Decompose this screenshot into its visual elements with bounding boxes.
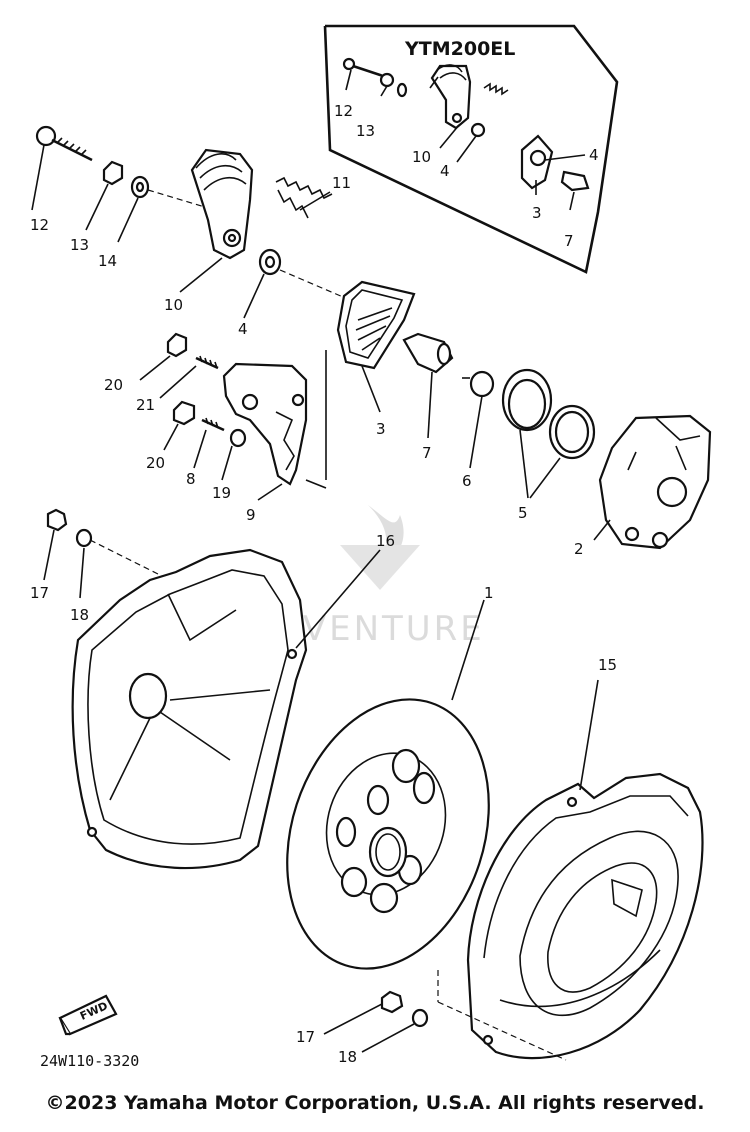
inset-label-12: 12 [334,102,353,120]
pin-7 [402,332,454,439]
spring-11 [275,176,333,219]
callout-5: 5 [518,504,528,522]
callout-12: 12 [30,216,49,234]
callout-10: 10 [164,296,183,314]
callout-18b: 18 [338,1048,357,1066]
disc-1 [286,599,490,970]
cam-3 [325,280,416,480]
stud-21 [159,355,219,399]
inset-washer-4 [470,122,486,138]
callout-15: 15 [598,656,617,674]
washer-19 [221,428,247,481]
inset-label-3: 3 [532,204,542,222]
fwd-arrow-icon: FWD [58,994,118,1036]
callout-9: 9 [246,506,256,524]
washer-18-lower [361,1008,429,1053]
washer-18-upper [75,528,171,599]
callout-3: 3 [376,420,386,438]
inset-ytm200el: YTM200EL 12 13 10 4 4 [323,24,619,274]
inset-label-10: 10 [412,148,431,166]
callout-11: 11 [332,174,351,192]
callout-14: 14 [98,252,117,270]
lever-10 [179,148,254,293]
plate-15 [466,679,704,1060]
bracket-9 [222,362,327,501]
callout-6: 6 [462,472,472,490]
callout-13: 13 [70,236,89,254]
callout-18a: 18 [70,606,89,624]
inset-title: YTM200EL [404,38,515,60]
callout-20a: 20 [104,376,123,394]
inset-pin [560,170,590,192]
callout-labels: 12 13 14 10 11 4 3 7 6 5 2 20 21 20 8 19… [30,174,617,1066]
stud-8 [193,417,225,469]
inset-label-7: 7 [564,232,574,250]
inset-nut [379,72,395,88]
plug-6 [462,370,495,469]
washer-14 [117,175,216,243]
nut-13 [85,160,124,231]
bolt-17-upper [43,508,68,581]
washer-4 [243,248,351,319]
callout-17b: 17 [296,1028,315,1046]
cover-16 [71,548,381,870]
callout-7: 7 [422,444,432,462]
nut-20-upper [139,332,188,381]
copyright-notice: ©2023 Yamaha Motor Corporation, U.S.A. A… [45,1092,705,1114]
callout-8: 8 [186,470,196,488]
callout-4: 4 [238,320,248,338]
inset-label-4b: 4 [589,146,599,164]
inset-label-4a: 4 [440,162,450,180]
inset-lever [430,64,472,130]
callout-21: 21 [136,396,155,414]
caliper-2 [593,414,712,550]
diagram-code: 24W110-3320 [40,1052,139,1070]
callout-17a: 17 [30,584,49,602]
callout-20b: 20 [146,454,165,472]
callout-1: 1 [484,584,494,602]
dash-guide-2 [437,1001,567,1061]
seal-5 [501,368,596,499]
callout-19: 19 [212,484,231,502]
bolt-12 [31,125,93,211]
nut-20-lower [163,400,196,451]
bolt-17-lower [323,990,404,1035]
inset-washer [396,82,408,98]
inset-label-13: 13 [356,122,375,140]
inset-spring [483,82,509,96]
callout-16: 16 [376,532,395,550]
callout-2: 2 [574,540,584,558]
